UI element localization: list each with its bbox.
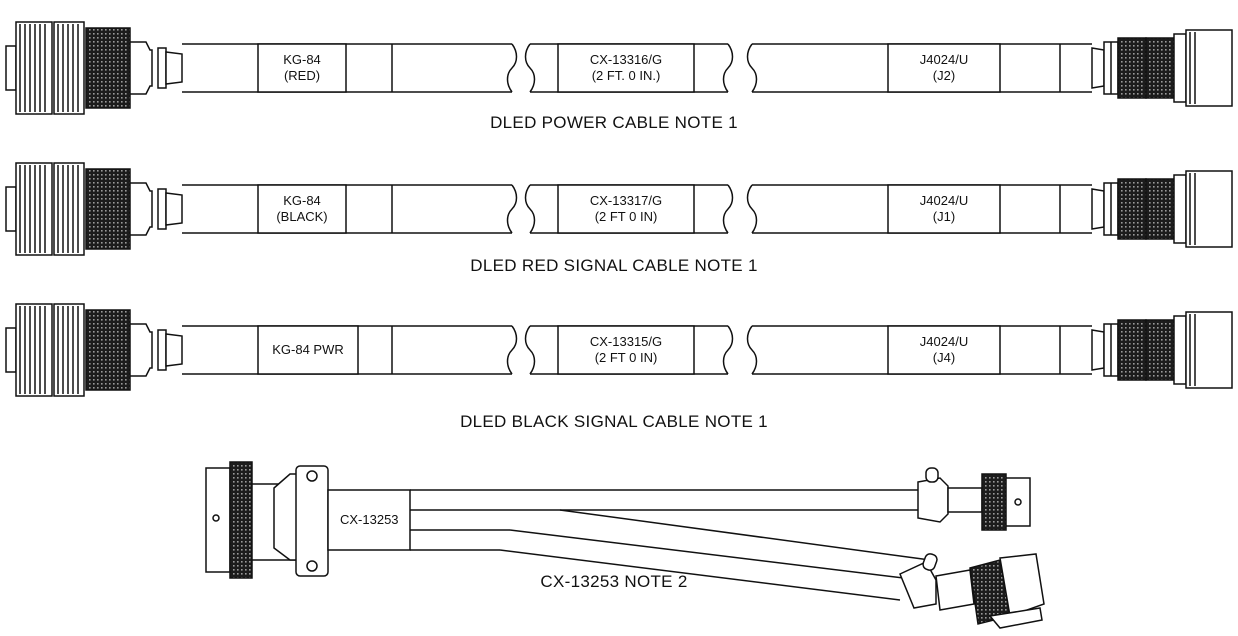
left-connector — [5, 303, 183, 397]
cable-caption: DLED BLACK SIGNAL CABLE NOTE 1 — [460, 412, 768, 431]
cable-segment — [524, 43, 734, 93]
cable-segment — [524, 325, 734, 375]
right-connector — [1091, 170, 1233, 248]
label-line2: (J1) — [933, 209, 955, 224]
cable-caption: DLED RED SIGNAL CABLE NOTE 1 — [470, 256, 757, 275]
label-line1: J4024/U — [920, 52, 968, 67]
y-cable-cx-13253: CX-13253 CX-13253 NOTE 2 — [205, 461, 1045, 629]
label-line2: (J2) — [933, 68, 955, 83]
cable-segment — [182, 43, 518, 93]
label-line2: (2 FT 0 IN) — [595, 209, 658, 224]
y-cable-branches — [410, 489, 931, 601]
label-line1: KG-84 — [283, 193, 321, 208]
label-line1: CX-13316/G — [590, 52, 662, 67]
cable-segment — [746, 184, 1092, 234]
label-line1: KG-84 PWR — [272, 342, 344, 357]
y-cable-label: CX-13253 — [340, 512, 399, 527]
cable-caption: DLED POWER CABLE NOTE 1 — [490, 113, 738, 132]
y-cable-lower-connector — [899, 553, 1045, 629]
label-line1: KG-84 — [283, 52, 321, 67]
cable-segment — [746, 325, 1092, 375]
y-cable-caption: CX-13253 NOTE 2 — [540, 572, 687, 591]
label-line2: (2 FT 0 IN) — [595, 350, 658, 365]
cable-segment — [746, 43, 1092, 93]
left-connector — [5, 162, 183, 256]
y-cable-upper-connector — [917, 467, 1031, 531]
label-line2: (2 FT. 0 IN.) — [592, 68, 661, 83]
label-line2: (J4) — [933, 350, 955, 365]
label-line1: CX-13317/G — [590, 193, 662, 208]
label-line1: CX-13315/G — [590, 334, 662, 349]
label-line1: J4024/U — [920, 193, 968, 208]
cable-segment — [182, 184, 518, 234]
dled-black-signal-cable: KG-84 PWR CX-13315/G (2 FT 0 IN) J4024/U… — [5, 303, 1233, 431]
cable-segment — [182, 325, 518, 375]
left-connector — [5, 21, 183, 115]
label-line1: J4024/U — [920, 334, 968, 349]
label-line2: (BLACK) — [276, 209, 327, 224]
label-line2: (RED) — [284, 68, 320, 83]
dled-red-signal-cable: KG-84 (BLACK) CX-13317/G (2 FT 0 IN) J40… — [5, 162, 1233, 275]
right-connector — [1091, 311, 1233, 389]
cable-segment — [524, 184, 734, 234]
dled-power-cable: KG-84 (RED) CX-13316/G (2 FT. 0 IN.) J40… — [5, 21, 1233, 132]
right-connector — [1091, 29, 1233, 107]
y-cable-left-connector — [205, 461, 411, 579]
